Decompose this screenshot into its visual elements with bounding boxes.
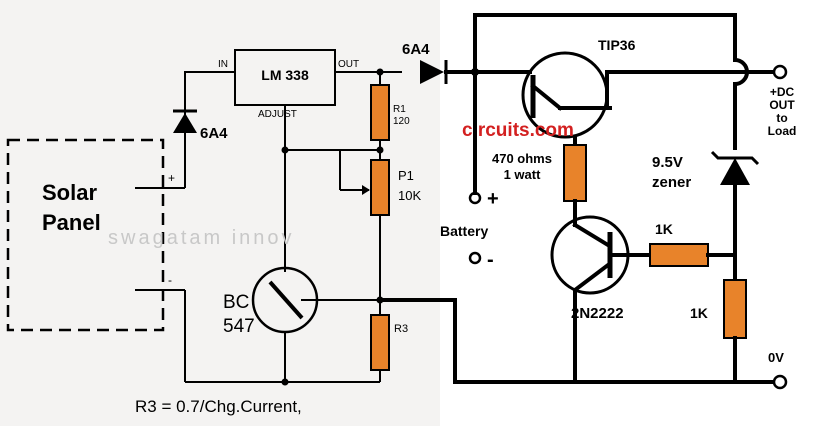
npn-collector [572,222,611,248]
diode-out-symbol [420,60,444,84]
text-line: R1 [393,104,406,115]
r1k-h-label: 1K [655,221,673,237]
text-line: 10K [398,188,421,203]
battery-minus-sign: - [487,249,494,271]
junction-bottom [281,378,289,386]
bc547-label: BC 547 [223,292,255,337]
resistor-1k-v [723,279,747,339]
text-line: 547 [223,316,255,337]
resistor-1k-h [649,243,709,267]
text-line: 120 [393,116,410,127]
npn-label: 2N2222 [571,305,624,322]
resistor-470 [563,144,587,202]
battery-plus-sign: + [487,188,499,210]
reg-in-pin: IN [218,59,228,70]
text-line: Solar [42,180,97,205]
website-text: circuits.com [462,120,574,141]
text-line: zener [652,174,691,191]
text-line: 9.5V [652,154,683,171]
r3-label: R3 [394,323,408,335]
output-ground-terminal[interactable] [772,374,788,390]
resistor-r3 [370,314,390,371]
ground-label: 0V [768,350,784,365]
zener-symbol [720,158,750,185]
panel-minus-sign: - [168,273,172,287]
text-line: to [776,111,787,125]
battery-minus-terminal [468,251,482,265]
text-line: 470 ohms [492,151,552,166]
text-line: P1 [398,168,414,183]
tip36-label: TIP36 [598,37,636,53]
text-line: Panel [42,210,101,235]
text-line: BC [223,292,249,313]
formula-text: R3 = 0.7/Chg.Current, [135,397,302,416]
solar-panel-box [6,138,165,332]
junction-out [376,68,384,76]
pot-p1 [370,159,390,216]
top-rail [473,13,737,74]
zener-label: 9.5V zener [652,154,691,191]
npn-emitter [572,262,611,293]
wire-r3-right [378,298,782,384]
diode-out-label: 6A4 [402,41,430,58]
reg-adjust-pin: ADJUST [258,109,297,120]
bc547-base-bar [268,280,304,320]
wire-input [184,71,235,188]
regulator-label: LM 338 [261,67,309,83]
pot-wiper-arrow [362,185,370,195]
reg-out-pin: OUT [338,59,359,70]
text-line: Load [768,124,797,138]
r1k-v-label: 1K [690,305,708,321]
tip36-emitter [530,83,563,111]
regulator-box [234,49,336,106]
resistor-r1 [370,84,390,141]
zener-bar [710,150,760,166]
watermark-text: swagatam innov [108,227,295,249]
output-plus-terminal[interactable] [772,64,788,80]
junction-r1-p1 [376,146,384,154]
battery-label: Battery [440,223,488,239]
diode-in-label: 6A4 [200,125,228,142]
junction-adjust [281,146,289,154]
panel-plus-sign: + [168,171,175,185]
text-line: +DC [770,85,795,99]
diode-in-symbol [173,113,197,133]
text-line: OUT [769,98,795,112]
text-line: 1 watt [504,167,542,182]
